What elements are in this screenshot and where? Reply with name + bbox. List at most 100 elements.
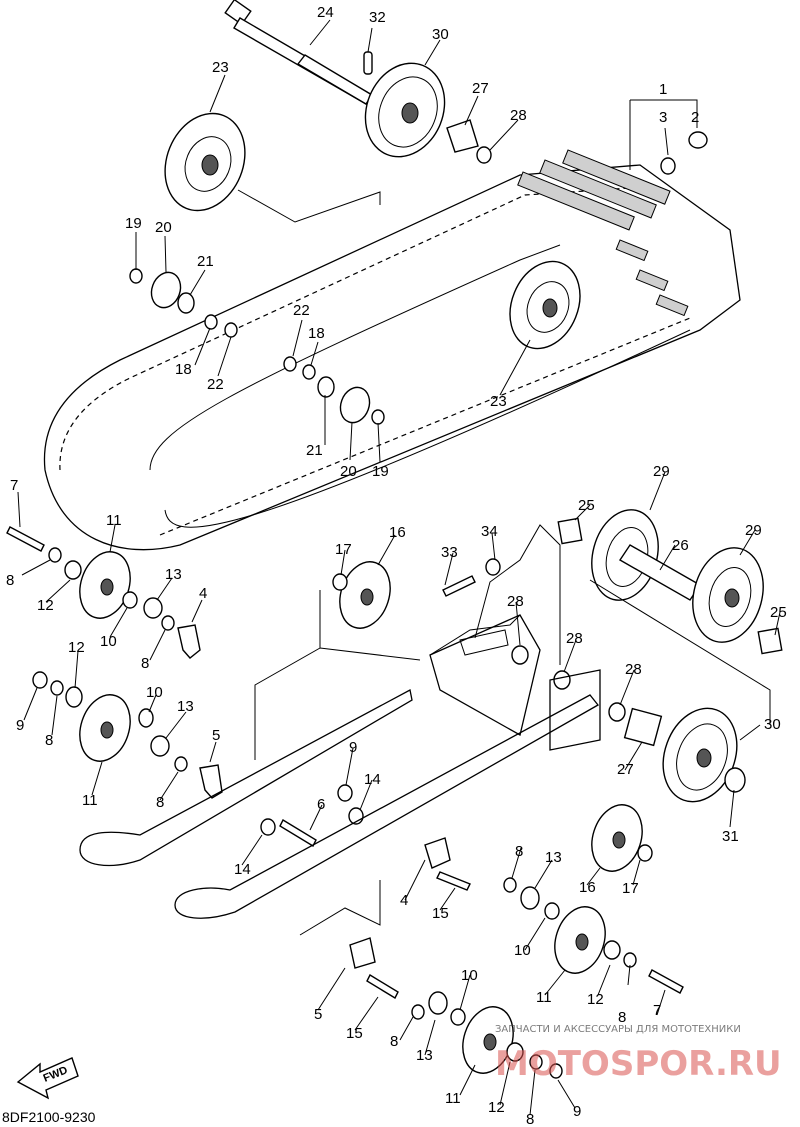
- track-belt: [43, 149, 741, 551]
- callout-25: 25: [770, 604, 787, 621]
- callouts: 1 2 3 4 4 5 5 6 7 7 8 8 8 8 8 8 8 8 9 9 …: [6, 4, 787, 1127]
- callout-8: 8: [6, 572, 14, 589]
- callout-8: 8: [390, 1033, 398, 1050]
- wheel-16-right: [591, 804, 643, 872]
- callout-28: 28: [510, 107, 527, 124]
- callout-17: 17: [622, 880, 639, 897]
- callout-30: 30: [432, 26, 449, 43]
- callout-7: 7: [10, 477, 18, 494]
- callout-19: 19: [372, 463, 389, 480]
- callout-7: 7: [653, 1002, 661, 1019]
- wheel-30-top: [364, 62, 446, 158]
- callout-27: 27: [617, 761, 634, 778]
- callout-20: 20: [155, 219, 172, 236]
- callout-27: 27: [472, 80, 489, 97]
- callout-8: 8: [141, 655, 149, 672]
- callout-4: 4: [400, 892, 408, 909]
- diagram-code: 8DF2100-9230: [2, 1109, 96, 1125]
- watermark-brand: MOTOSPOR.RU: [495, 1044, 782, 1084]
- watermark-tagline: ЗАПЧАСТИ И АКСЕССУАРЫ ДЛЯ МОТОТЕХНИКИ: [495, 1024, 741, 1035]
- callout-10: 10: [461, 967, 478, 984]
- callout-14: 14: [234, 861, 251, 878]
- callout-1: 1: [659, 81, 667, 98]
- callout-10: 10: [514, 942, 531, 959]
- callout-25: 25: [578, 497, 595, 514]
- callout-34: 34: [481, 523, 498, 540]
- callout-4: 4: [199, 585, 207, 602]
- callout-8: 8: [526, 1111, 534, 1127]
- callout-21: 21: [306, 442, 323, 459]
- callout-30: 30: [764, 716, 781, 733]
- callout-33: 33: [441, 544, 458, 561]
- callout-3: 3: [659, 109, 667, 126]
- callout-15: 15: [346, 1025, 363, 1042]
- callout-17: 17: [335, 541, 352, 558]
- top-shaft-24: [224, 0, 373, 105]
- callout-32: 32: [369, 9, 386, 26]
- callout-18: 18: [175, 361, 192, 378]
- callout-8: 8: [45, 732, 53, 749]
- callout-10: 10: [100, 633, 117, 650]
- callout-29: 29: [745, 522, 762, 539]
- callout-13: 13: [177, 698, 194, 715]
- callout-9: 9: [573, 1103, 581, 1120]
- callout-28: 28: [625, 661, 642, 678]
- callout-29: 29: [653, 463, 670, 480]
- callout-24: 24: [317, 4, 334, 21]
- callout-14: 14: [364, 771, 381, 788]
- callout-21: 21: [197, 253, 214, 270]
- callout-11: 11: [82, 792, 98, 809]
- wheel-29-right: [692, 547, 764, 643]
- callout-11: 11: [445, 1090, 461, 1107]
- callout-5: 5: [212, 727, 220, 744]
- callout-22: 22: [293, 302, 310, 319]
- callout-13: 13: [165, 566, 182, 583]
- callout-16: 16: [389, 524, 406, 541]
- wheel-11-c: [554, 906, 606, 974]
- axle-26: [619, 544, 701, 601]
- callout-6: 6: [317, 796, 325, 813]
- track-lugs: [517, 149, 689, 317]
- callout-23: 23: [490, 393, 507, 410]
- wheel-30-bottom: [662, 707, 738, 803]
- leader-lines: [17, 19, 781, 1116]
- brackets: [177, 624, 451, 969]
- callout-8: 8: [156, 794, 164, 811]
- callout-12: 12: [37, 597, 54, 614]
- fwd-arrow: FWD: [16, 1057, 79, 1100]
- callout-26: 26: [672, 537, 689, 554]
- bolts: [6, 526, 684, 999]
- wheel-11-b: [79, 694, 131, 762]
- callout-9: 9: [16, 717, 24, 734]
- callout-8: 8: [515, 843, 523, 860]
- callout-10: 10: [146, 684, 163, 701]
- callout-13: 13: [416, 1047, 433, 1064]
- wheel-11-a: [79, 551, 131, 619]
- wheel-16-left: [339, 561, 391, 629]
- wheel-11-d: [462, 1006, 514, 1074]
- slide-rails: [79, 614, 601, 919]
- callout-2: 2: [691, 109, 699, 126]
- callout-11: 11: [106, 512, 122, 529]
- callout-28: 28: [566, 630, 583, 647]
- callout-11: 11: [536, 989, 552, 1006]
- callout-12: 12: [587, 991, 604, 1008]
- callout-22: 22: [207, 376, 224, 393]
- callout-8: 8: [618, 1009, 626, 1026]
- callout-18: 18: [308, 325, 325, 342]
- callout-9: 9: [349, 739, 357, 756]
- callout-5: 5: [314, 1006, 322, 1023]
- callout-19: 19: [125, 215, 142, 232]
- wheel-23-mid: [509, 260, 581, 350]
- callout-13: 13: [545, 849, 562, 866]
- callout-20: 20: [340, 463, 357, 480]
- callout-28: 28: [507, 593, 524, 610]
- wheel-23-top: [164, 112, 246, 212]
- callout-31: 31: [722, 828, 739, 845]
- callout-16: 16: [579, 879, 596, 896]
- callout-15: 15: [432, 905, 449, 922]
- pin-32: [363, 51, 373, 75]
- small-parts: [32, 119, 783, 1079]
- callout-12: 12: [68, 639, 85, 656]
